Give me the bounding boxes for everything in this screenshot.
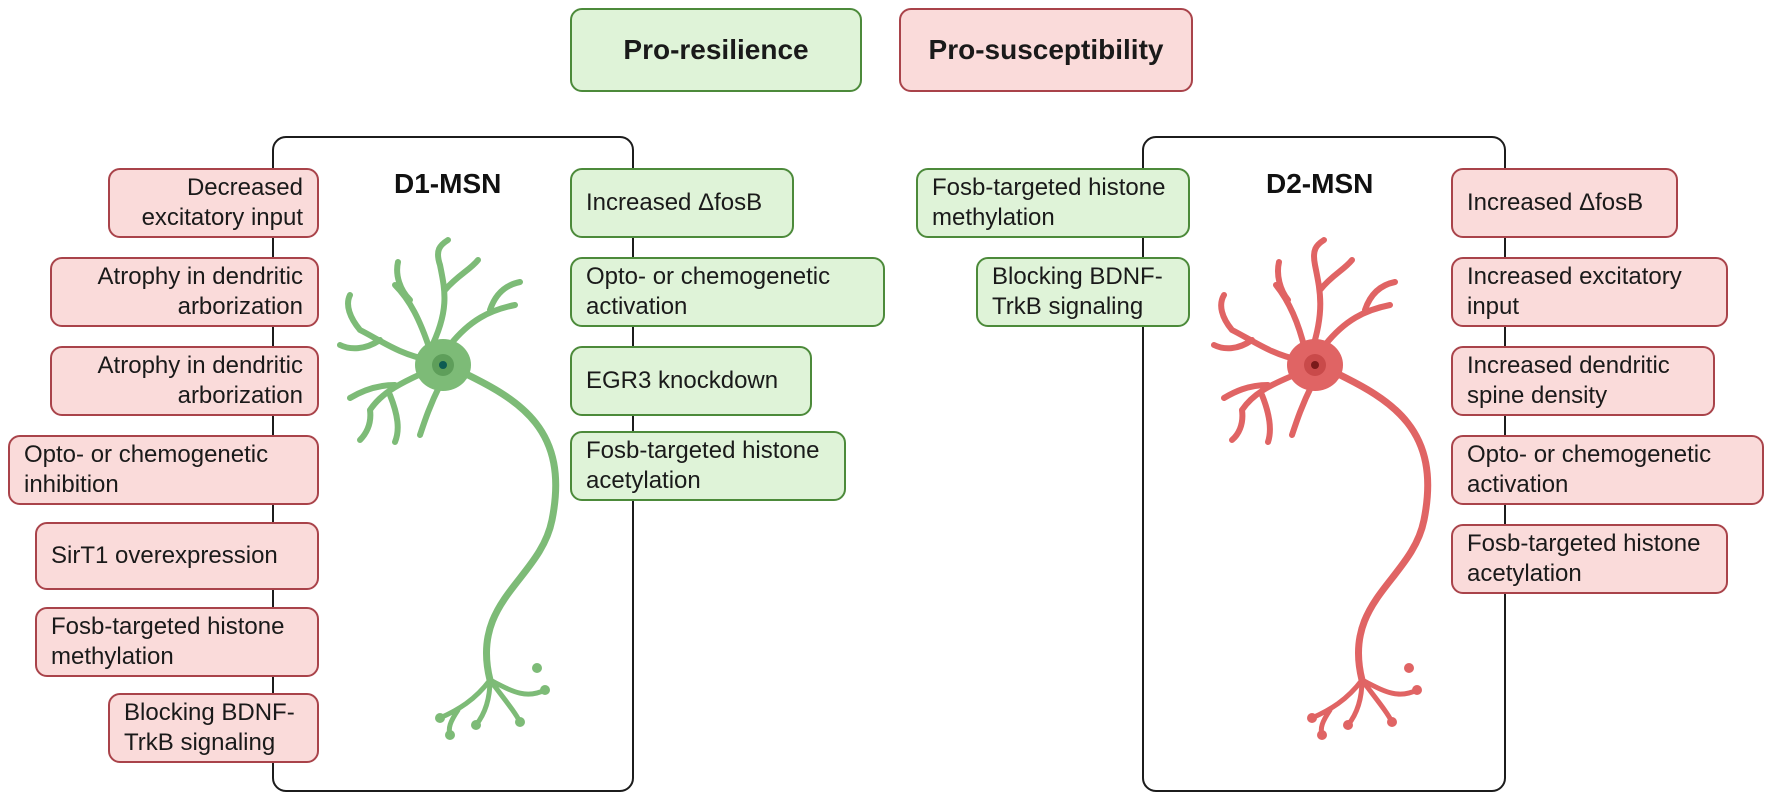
d1-left-item-5: SirT1 overexpression bbox=[35, 522, 319, 590]
d2-right-item-1-label: Increased ΔfosB bbox=[1467, 189, 1644, 216]
d1-right-item-2-label: Opto- or chemogenetic activation bbox=[586, 263, 831, 320]
legend-pro-susceptibility: Pro-susceptibility bbox=[899, 8, 1193, 92]
d2-msn-panel bbox=[1142, 136, 1506, 792]
d2-right-item-2: Increased excitatory input bbox=[1451, 257, 1728, 327]
d2-left-item-2: Blocking BDNF-TrkB signaling bbox=[976, 257, 1190, 327]
legend-pro-resilience: Pro-resilience bbox=[570, 8, 862, 92]
legend-pro-susceptibility-label: Pro-susceptibility bbox=[928, 34, 1164, 65]
d1-left-item-5-label: SirT1 overexpression bbox=[51, 542, 278, 569]
legend-pro-resilience-label: Pro-resilience bbox=[623, 34, 809, 65]
d2-msn-title: D2-MSN bbox=[1266, 168, 1374, 199]
d2-right-item-3: Increased dendritic spine density bbox=[1451, 346, 1715, 416]
d1-left-item-7: Blocking BDNF-TrkB signaling bbox=[108, 693, 319, 763]
d2-left-item-2-label: Blocking BDNF-TrkB signaling bbox=[992, 263, 1163, 320]
d1-left-item-6-label: Fosb-targeted histone methylation bbox=[51, 613, 285, 670]
d1-right-item-3-label: EGR3 knockdown bbox=[586, 367, 779, 394]
d1-right-item-3: EGR3 knockdown bbox=[570, 346, 812, 416]
d2-left-item-1-label: Fosb-targeted histone methylation bbox=[932, 174, 1166, 231]
d2-right-item-5: Fosb-targeted histone acetylation bbox=[1451, 524, 1728, 594]
d1-left-item-1-label: Decreased excitatory input bbox=[141, 174, 303, 231]
d1-left-item-1: Decreased excitatory input bbox=[108, 168, 319, 238]
d1-left-item-3-label: Atrophy in dendritic arborization bbox=[97, 352, 303, 409]
d1-left-item-3: Atrophy in dendritic arborization bbox=[50, 346, 319, 416]
d2-right-item-2-label: Increased excitatory input bbox=[1467, 263, 1682, 320]
d1-left-item-6: Fosb-targeted histone methylation bbox=[35, 607, 319, 677]
d1-left-item-2-label: Atrophy in dendritic arborization bbox=[97, 263, 303, 320]
d1-left-item-2: Atrophy in dendritic arborization bbox=[50, 257, 319, 327]
d2-right-item-4-label: Opto- or chemogenetic activation bbox=[1467, 441, 1712, 498]
d2-right-item-1: Increased ΔfosB bbox=[1451, 168, 1678, 238]
d2-right-item-3-label: Increased dendritic spine density bbox=[1467, 352, 1670, 409]
d2-left-item-1: Fosb-targeted histone methylation bbox=[916, 168, 1190, 238]
d2-right-item-5-label: Fosb-targeted histone acetylation bbox=[1467, 530, 1701, 587]
d1-left-item-7-label: Blocking BDNF-TrkB signaling bbox=[124, 699, 295, 756]
d1-right-item-4-label: Fosb-targeted histone acetylation bbox=[586, 437, 820, 494]
d1-msn-title: D1-MSN bbox=[394, 168, 502, 199]
d1-right-item-4: Fosb-targeted histone acetylation bbox=[570, 431, 846, 501]
d1-right-item-1: Increased ΔfosB bbox=[570, 168, 794, 238]
d1-right-item-1-label: Increased ΔfosB bbox=[586, 189, 763, 216]
d1-right-item-2: Opto- or chemogenetic activation bbox=[570, 257, 885, 327]
d2-right-item-4: Opto- or chemogenetic activation bbox=[1451, 435, 1764, 505]
d1-left-item-4-label: Opto- or chemogenetic inhibition bbox=[24, 441, 269, 498]
d1-left-item-4: Opto- or chemogenetic inhibition bbox=[8, 435, 319, 505]
